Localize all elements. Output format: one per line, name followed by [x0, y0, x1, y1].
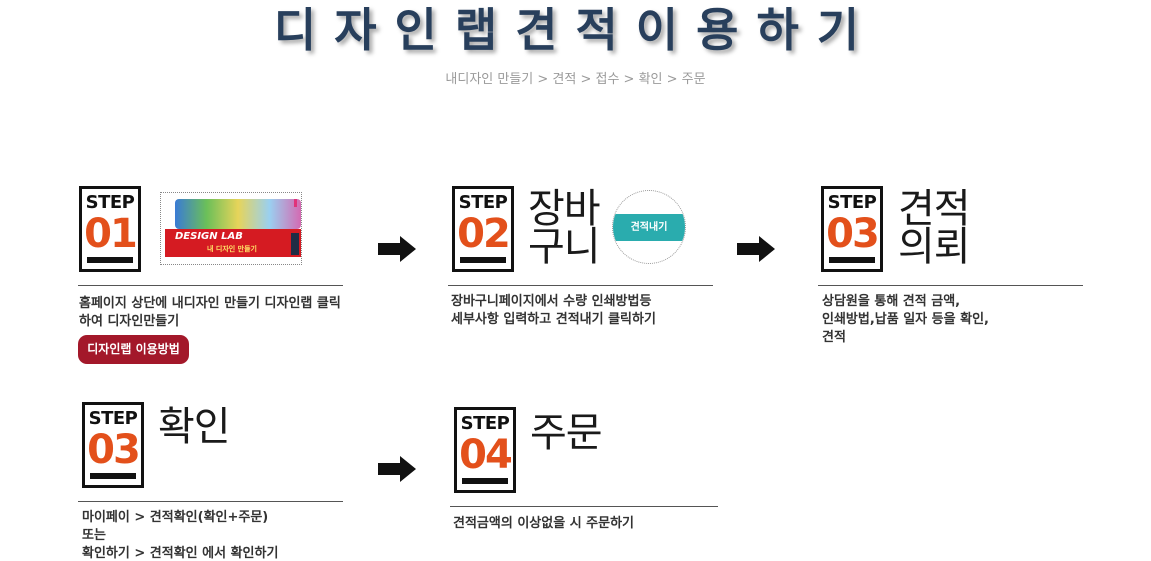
step-number: 03 — [826, 211, 880, 257]
step-number: 01 — [84, 211, 138, 257]
step-word: STEP — [827, 192, 877, 213]
divider — [78, 285, 343, 286]
desc-line: 인쇄방법,납품 일자 등을 확인, — [822, 312, 989, 327]
step-03-confirm-badge: STEP 03 — [82, 402, 144, 488]
banner-logo: DESIGN LAB — [175, 231, 243, 242]
step-bar — [829, 257, 875, 263]
step-02-description: 장바구니페이지에서 수량 인쇄방법등 세부사항 입력하고 견적내기 클릭하기 — [451, 293, 656, 329]
page-title: 디자인랩견적이용하기 — [273, 3, 878, 57]
step-03-confirm-description: 마이페이 > 견적확인(확인+주문) 또는 확인하기 > 견적확인 에서 확인하… — [82, 509, 278, 561]
banner-illustration — [175, 199, 301, 229]
step-bar — [462, 478, 508, 484]
step-word: STEP — [458, 192, 508, 213]
divider — [818, 285, 1083, 286]
step-word: STEP — [88, 408, 138, 429]
step-01-description: 홈페이지 상단에 내디자인 만들기 디자인랩 클릭 하여 디자인만들기 — [79, 295, 341, 331]
heading-line: 견적 — [898, 186, 971, 232]
step-number: 03 — [87, 427, 141, 473]
desc-line: 상담원을 통해 견적 금액, — [822, 294, 961, 309]
banner-subtitle: 내 디자인 만들기 — [207, 245, 257, 253]
step-03-badge: STEP 03 — [821, 186, 883, 272]
right-arrow-icon — [737, 236, 775, 262]
design-lab-banner: DESIGN LAB 내 디자인 만들기 — [160, 192, 302, 265]
step-02-heading: 장바 구니 — [528, 186, 601, 270]
right-arrow-icon — [378, 456, 416, 482]
desc-line: 세부사항 입력하고 견적내기 클릭하기 — [451, 312, 656, 327]
divider — [448, 285, 713, 286]
desc-line: 하여 디자인만들기 — [79, 314, 180, 329]
step-word: STEP — [460, 413, 510, 434]
step-bar — [460, 257, 506, 263]
heading-line: 구니 — [528, 224, 601, 270]
step-01-badge: STEP 01 — [79, 186, 141, 272]
desc-line: 마이페이 > 견적확인(확인+주문) — [82, 510, 269, 525]
breadcrumb: 내디자인 만들기 > 견적 > 접수 > 확인 > 주문 — [445, 72, 706, 87]
desc-line: 견적 — [822, 330, 846, 345]
step-03-heading: 견적 의뢰 — [898, 186, 971, 270]
step-04-heading: 주문 — [530, 410, 603, 456]
divider — [450, 506, 718, 507]
step-03-description: 상담원을 통해 견적 금액, 인쇄방법,납품 일자 등을 확인, 견적 — [822, 293, 989, 347]
step-04-description: 견적금액의 이상없을 시 주문하기 — [453, 515, 634, 533]
step-02-badge: STEP 02 — [452, 186, 514, 272]
desc-line: 홈페이지 상단에 내디자인 만들기 디자인랩 클릭 — [79, 296, 341, 311]
estimate-button-illustration: 견적내기 — [612, 190, 686, 264]
heading-line: 의뢰 — [898, 224, 971, 270]
desc-line: 장바구니페이지에서 수량 인쇄방법등 — [451, 294, 652, 309]
banner-red-strip — [165, 229, 301, 257]
right-arrow-icon — [378, 236, 416, 262]
heading-line: 장바 — [528, 186, 601, 232]
step-04-badge: STEP 04 — [454, 407, 516, 493]
step-bar — [90, 473, 136, 479]
banner-accent — [294, 199, 297, 207]
desc-line: 견적금액의 이상없을 시 주문하기 — [453, 516, 635, 531]
step-03-confirm-heading: 확인 — [158, 404, 231, 450]
estimate-label: 견적내기 — [613, 214, 685, 241]
banner-dark-block — [291, 233, 299, 255]
step-number: 04 — [459, 432, 513, 478]
step-bar — [87, 257, 133, 263]
step-word: STEP — [85, 192, 135, 213]
design-lab-guide-button[interactable]: 디자인랩 이용방법 — [78, 335, 189, 364]
divider — [78, 501, 343, 502]
step-number: 02 — [457, 211, 511, 257]
heading-line: 주문 — [530, 410, 603, 456]
desc-line: 또는 — [82, 528, 106, 543]
desc-line: 확인하기 > 견적확인 에서 확인하기 — [82, 546, 279, 561]
heading-line: 확인 — [158, 404, 231, 450]
